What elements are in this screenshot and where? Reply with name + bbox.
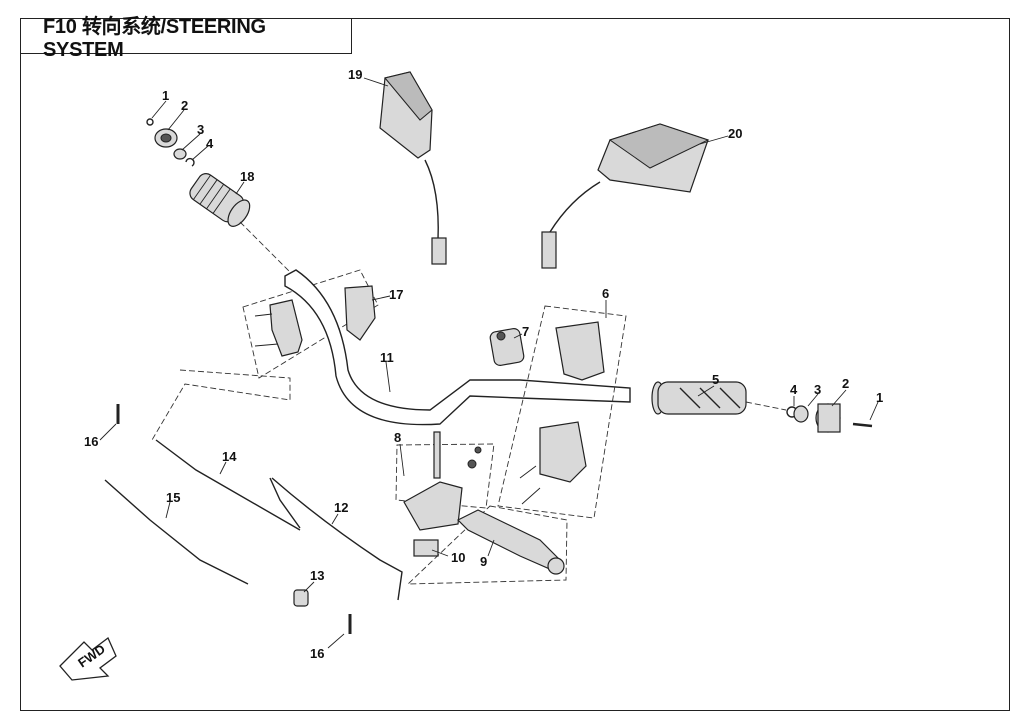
callout-5: 5 bbox=[712, 372, 719, 387]
handlebar bbox=[284, 269, 631, 426]
callout-2b: 2 bbox=[842, 376, 849, 391]
callout-1b: 1 bbox=[876, 390, 883, 405]
callout-4b: 4 bbox=[790, 382, 798, 397]
callout-labels: 1 2 3 4 18 19 20 17 11 7 6 5 4 3 2 1 16 … bbox=[84, 67, 883, 661]
callout-16b: 16 bbox=[310, 646, 324, 661]
callout-2a: 2 bbox=[181, 98, 188, 113]
left-mirror bbox=[379, 71, 447, 265]
callout-4a: 4 bbox=[206, 136, 214, 151]
callout-9: 9 bbox=[480, 554, 487, 569]
cables bbox=[104, 369, 403, 634]
callout-3b: 3 bbox=[814, 382, 821, 397]
callout-14: 14 bbox=[222, 449, 237, 464]
callout-15: 15 bbox=[166, 490, 180, 505]
callout-20: 20 bbox=[728, 126, 742, 141]
callout-19: 19 bbox=[348, 67, 362, 82]
right-switch-housing bbox=[497, 305, 627, 519]
callout-10: 10 bbox=[451, 550, 465, 565]
throttle-grip-assembly bbox=[146, 118, 291, 273]
callout-12: 12 bbox=[334, 500, 348, 515]
callout-6: 6 bbox=[602, 286, 609, 301]
callout-3a: 3 bbox=[197, 122, 204, 137]
page-title: F10 转向系统/STEERING SYSTEM bbox=[43, 16, 266, 61]
leader-lines bbox=[99, 77, 879, 649]
callout-8: 8 bbox=[394, 430, 401, 445]
right-grip bbox=[651, 381, 873, 433]
callout-18: 18 bbox=[240, 169, 254, 184]
drawing-frame bbox=[20, 18, 1010, 711]
callout-1a: 1 bbox=[162, 88, 169, 103]
callout-13: 13 bbox=[310, 568, 324, 583]
left-switch-housing bbox=[242, 269, 379, 379]
title-box: F10 转向系统/STEERING SYSTEM bbox=[20, 16, 352, 61]
callout-11: 11 bbox=[380, 350, 394, 365]
lever-assembly bbox=[395, 431, 568, 585]
cable-clip bbox=[293, 589, 309, 607]
fwd-arrow: FWD bbox=[59, 636, 117, 681]
right-mirror bbox=[541, 123, 710, 269]
callout-16a: 16 bbox=[84, 434, 98, 449]
callout-7: 7 bbox=[522, 324, 529, 339]
clamp bbox=[489, 328, 525, 366]
callout-17: 17 bbox=[389, 287, 403, 302]
